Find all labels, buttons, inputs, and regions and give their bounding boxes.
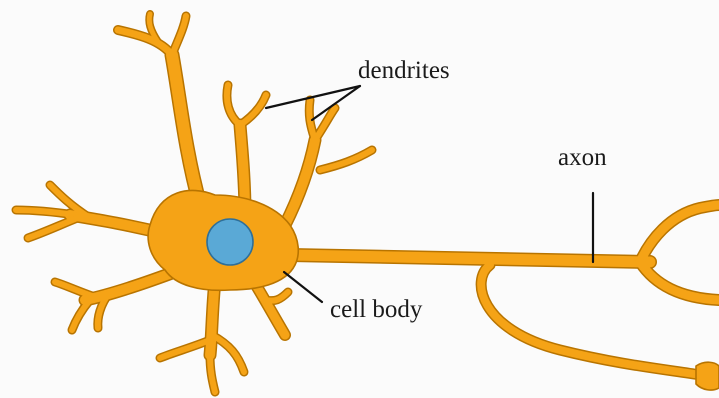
cell-body-label: cell body <box>330 296 423 323</box>
leader-lines <box>266 86 593 302</box>
nucleus <box>207 219 253 265</box>
axon-label: axon <box>558 144 607 171</box>
cell-body-leader <box>284 272 322 302</box>
dendrites-label: dendrites <box>358 57 450 84</box>
